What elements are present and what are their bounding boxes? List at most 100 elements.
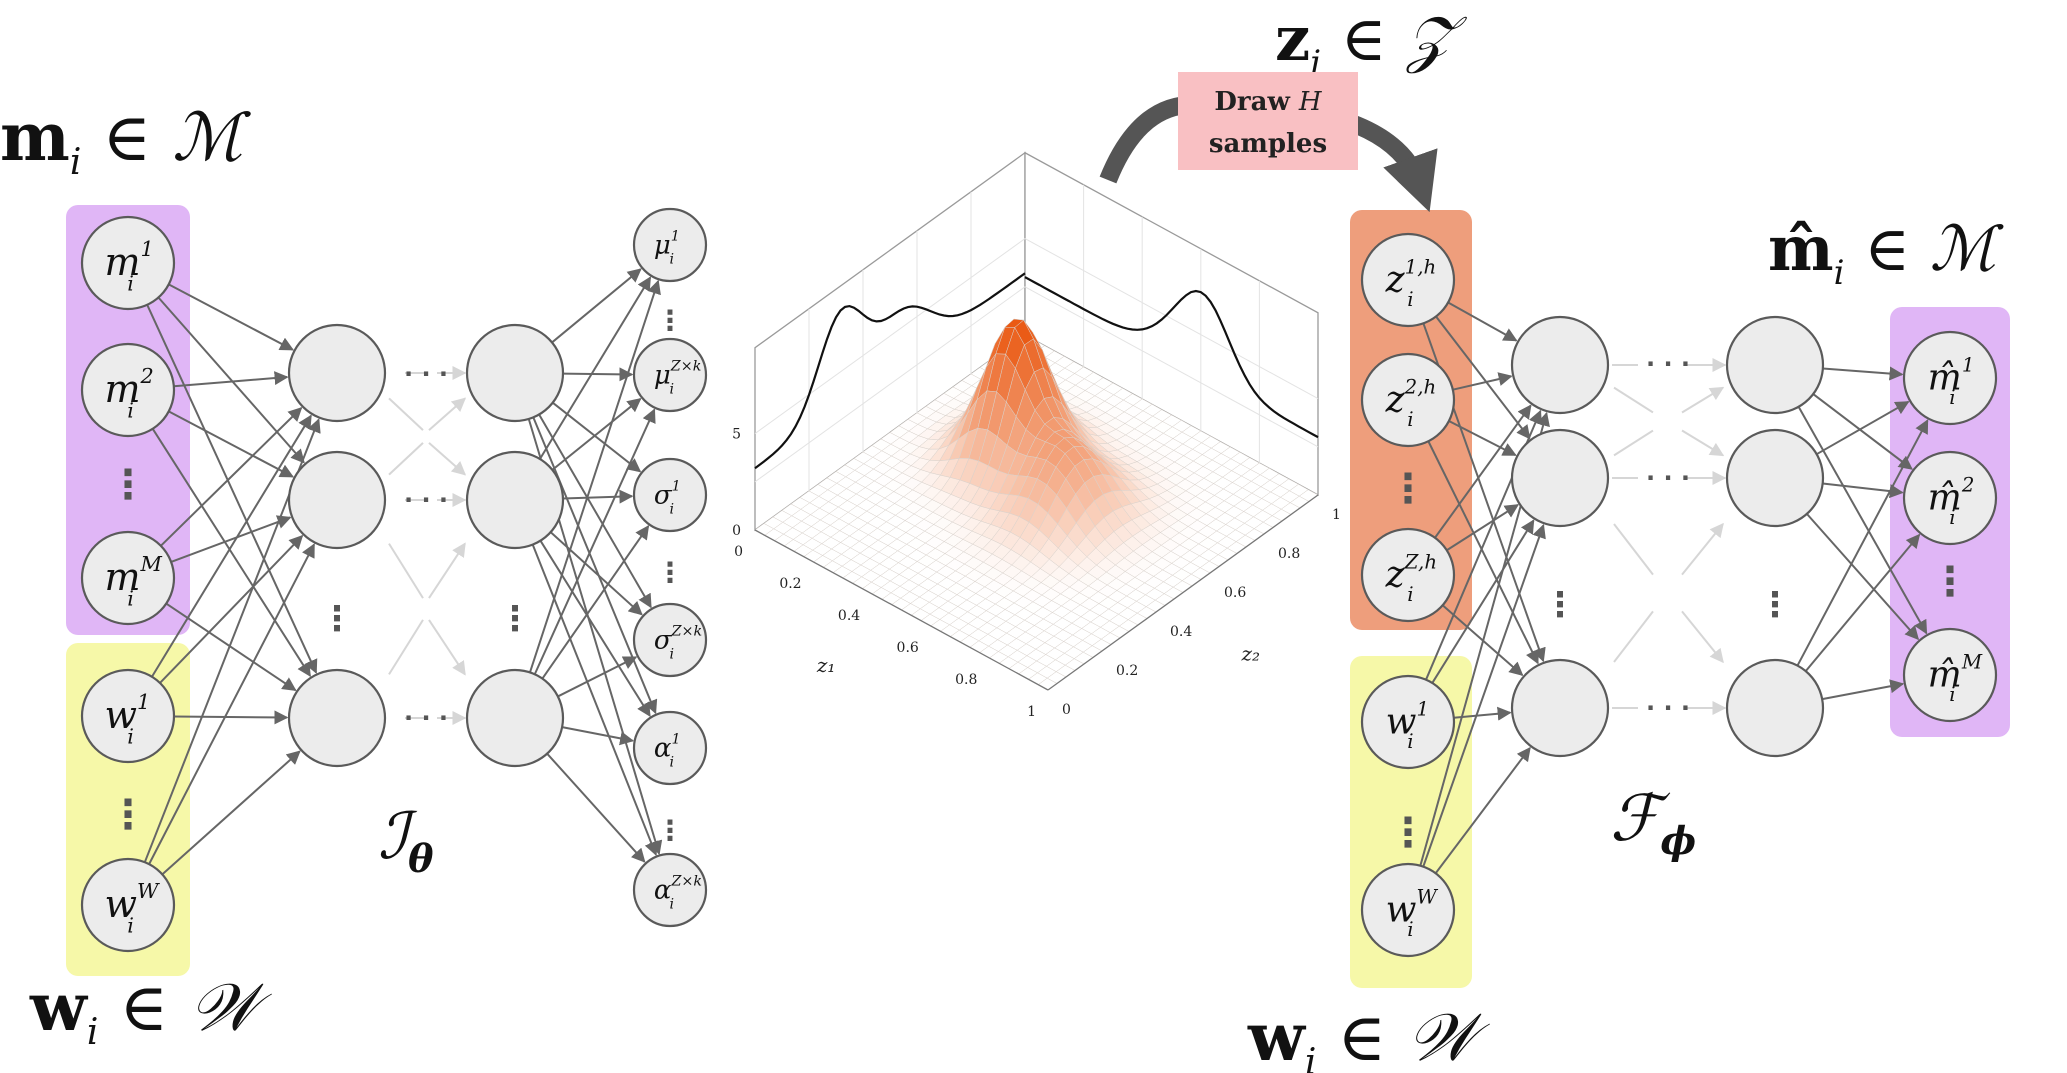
marginal-density-curve <box>1024 276 1319 439</box>
connection-edge <box>1796 419 1929 667</box>
encoder-output-node <box>632 207 708 283</box>
encoder-hidden-node <box>287 668 387 768</box>
encoder-input-node <box>80 668 176 764</box>
encoder-output-node <box>632 852 708 928</box>
connection-edge <box>388 543 424 599</box>
connection-edge <box>1613 386 1654 414</box>
decoder-input-node <box>1360 527 1456 623</box>
connection-edge <box>146 304 318 674</box>
z-set-label: zi ∈ 𝒵 <box>1275 2 1467 83</box>
connection-edge <box>539 540 651 717</box>
connection-edge <box>161 750 301 876</box>
z2-tick-label: 0.8 <box>1278 546 1300 562</box>
draw-samples-line1: Draw H <box>1214 87 1323 117</box>
encoder-input-node <box>80 857 176 953</box>
connection-edge <box>1822 366 1904 381</box>
z1-tick-label: 1 <box>1027 704 1036 720</box>
connection-edge <box>1434 746 1531 874</box>
connection-edge <box>1681 386 1725 414</box>
encoder-hidden-node <box>465 450 565 550</box>
z-tick-label: 0 <box>732 523 741 539</box>
decoder-label: ℱϕ <box>1610 782 1696 863</box>
connection-edge <box>159 534 304 684</box>
decoder-input-node <box>1360 862 1456 958</box>
connection-edge <box>148 543 315 865</box>
connection-edge <box>528 279 661 673</box>
horizontal-ellipsis: · · · <box>404 360 448 388</box>
z2-tick-label: 1 <box>1332 507 1341 523</box>
w-set-label-right: wi ∈ 𝒲 <box>1247 998 1490 1073</box>
connection-edge <box>428 619 466 676</box>
encoder-hidden-node <box>287 323 387 423</box>
connection-edge <box>1812 393 1913 470</box>
connection-edge <box>170 515 292 563</box>
z1-tick-label: 0.2 <box>779 576 801 592</box>
encoder-input-node <box>80 530 176 626</box>
z1-tick-label: 0 <box>734 544 743 560</box>
z2-axis-label: z₂ <box>1241 641 1261 665</box>
vertical-ellipsis: ⋮ <box>1388 466 1428 512</box>
connection-edge <box>1613 610 1654 663</box>
connection-edge <box>160 407 303 547</box>
connection-edge <box>388 442 424 476</box>
connection-edge <box>428 442 467 476</box>
connection-edge <box>157 296 305 464</box>
connection-edge <box>1446 504 1520 552</box>
connection-edge <box>539 276 652 460</box>
connection-edge <box>388 619 424 675</box>
decoder-hidden-node <box>1510 315 1610 415</box>
connection-edge <box>538 414 652 609</box>
encoder-label: ℐθ <box>378 800 434 881</box>
decoder-output-node <box>1902 450 1998 546</box>
encoder-input-node <box>80 342 176 438</box>
connection-edge <box>1613 429 1654 457</box>
connection-edge <box>1448 420 1517 457</box>
w-set-label-left: wi ∈ 𝒲 <box>29 968 272 1053</box>
connection-edge <box>1431 519 1535 684</box>
m-set-label: mi ∈ ℳ <box>0 98 251 183</box>
connection-edge <box>546 752 646 863</box>
z1-axis-label: z₁ <box>816 653 836 677</box>
encoder-hidden-node <box>287 450 387 550</box>
network-edges <box>143 268 1929 876</box>
connection-edge <box>531 544 658 856</box>
decoder-hidden-node <box>1510 428 1610 528</box>
horizontal-ellipsis: · · · <box>404 704 448 732</box>
connection-edge <box>562 489 634 504</box>
decoder-hidden-node <box>1725 658 1825 758</box>
connection-edge <box>1816 400 1910 456</box>
z-tick-label: 5 <box>732 427 741 443</box>
connection-edge <box>168 283 294 351</box>
connection-edge <box>1452 372 1513 391</box>
horizontal-ellipsis: · · · <box>1646 694 1690 722</box>
z2-tick-label: 0.6 <box>1224 585 1246 601</box>
connection-edge <box>549 531 643 616</box>
connection-edge <box>1804 533 1921 672</box>
decoder-input-node <box>1360 674 1456 770</box>
z2-tick-label: 0.4 <box>1170 624 1192 640</box>
z1-tick-label: 0.4 <box>838 608 860 624</box>
vertical-ellipsis: ⋮ <box>656 304 684 337</box>
connection-edge <box>551 397 642 471</box>
connection-edge <box>1427 440 1539 665</box>
ellipses: ⋮⋮⋮⋮⋮⋮⋮⋮⋮⋮⋮⋮· · ·· · ·· · ·· · ·· · ·· ·… <box>108 304 1970 856</box>
decoder-input-node <box>1360 232 1456 328</box>
connection-edge <box>1797 406 1928 635</box>
